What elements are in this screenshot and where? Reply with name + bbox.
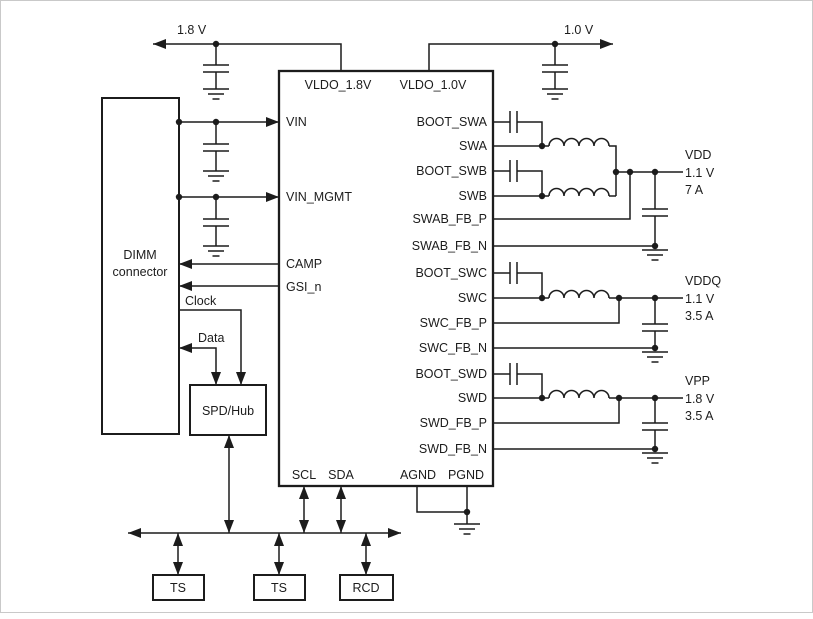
vin-mgmt-input [175, 192, 279, 257]
pin-camp: CAMP [286, 257, 322, 271]
wire-swc-fb-p [493, 298, 620, 324]
phase-ab-circuit: VDD 1.1 V 7 A [493, 110, 715, 261]
pin-pgnd: PGND [448, 468, 484, 482]
capacitor-icon [202, 143, 230, 152]
rail-1v0-label: 1.0 V [564, 23, 594, 37]
dimm-label-line2: connector [113, 265, 168, 279]
wire [517, 121, 543, 146]
capacitor-icon [202, 218, 230, 227]
ground-icon [641, 452, 669, 464]
capacitor-icon [509, 261, 518, 285]
pin-swab-fb-n: SWAB_FB_N [412, 239, 487, 253]
wire-rail-1v8 [153, 39, 342, 71]
capacitor-icon [509, 159, 518, 183]
capacitor-icon [541, 64, 569, 73]
rcd-block [339, 574, 394, 601]
capacitor-icon [509, 110, 518, 134]
pin-boot-swd: BOOT_SWD [415, 367, 487, 381]
ground-icon [202, 170, 230, 182]
capacitor-icon [641, 323, 669, 332]
pin-swd-fb-p: SWD_FB_P [420, 416, 487, 430]
ts1-block [152, 574, 205, 601]
pin-boot-swa: BOOT_SWA [417, 115, 488, 129]
pin-gsi-n: GSI_n [286, 280, 321, 294]
pin-swc-fb-p: SWC_FB_P [420, 316, 487, 330]
capacitor-icon [202, 64, 230, 73]
pin-agnd: AGND [400, 468, 436, 482]
vddq-voltage: 1.1 V [685, 292, 715, 306]
pin-swb: SWB [459, 189, 487, 203]
wire-rail-1v0 [428, 39, 613, 71]
pin-scl: SCL [292, 468, 316, 482]
data-label: Data [198, 331, 224, 345]
wire-data [179, 343, 221, 385]
ts2-label: TS [271, 581, 287, 595]
ground-icon [202, 245, 230, 257]
ground-icon [541, 88, 569, 100]
rcd-label: RCD [352, 581, 379, 595]
junction-dot [463, 508, 471, 516]
capacitor-icon [509, 362, 518, 386]
inductor-icon [548, 137, 610, 147]
dimm-label-line1: DIMM [123, 248, 156, 262]
vddq-current: 3.5 A [685, 309, 714, 323]
inductor-icon [548, 389, 610, 399]
pin-sda: SDA [328, 468, 354, 482]
pin-swd-fb-n: SWD_FB_N [419, 442, 487, 456]
capacitor-icon [641, 208, 669, 217]
pin-vldo-1v0: VLDO_1.0V [400, 78, 467, 92]
rail-1v0: 1.0 V [428, 23, 613, 100]
junction-dot [175, 118, 183, 126]
wire [517, 170, 543, 196]
inductor-icon [548, 289, 610, 299]
vin-input [175, 117, 279, 182]
wire [517, 373, 543, 398]
ground-icon [641, 249, 669, 261]
inductor-icon [548, 187, 610, 197]
ground-icon [202, 88, 230, 100]
ts1-label: TS [170, 581, 186, 595]
pin-boot-swb: BOOT_SWB [416, 164, 487, 178]
pin-vin-mgmt: VIN_MGMT [286, 190, 352, 204]
ground-icon [641, 351, 669, 363]
junction-dot [175, 193, 183, 201]
pmic-block [277, 69, 495, 488]
wire-agnd [416, 486, 467, 513]
wire-swd-fb-p [493, 398, 620, 424]
vpp-voltage: 1.8 V [685, 392, 715, 406]
clock-label: Clock [185, 294, 217, 308]
pin-swc-fb-n: SWC_FB_N [419, 341, 487, 355]
wire-swab-fb-p [493, 172, 631, 220]
pin-swc: SWC [458, 291, 487, 305]
vpp-name: VPP [685, 374, 710, 388]
wire-clock [179, 309, 246, 385]
rail-1v8-label: 1.8 V [177, 23, 207, 37]
phase-d-circuit: VPP 1.8 V 3.5 A [493, 362, 715, 464]
spd-hub-label: SPD/Hub [202, 404, 254, 418]
vddq-name: VDDQ [685, 274, 721, 288]
pin-vldo-1v8: VLDO_1.8V [305, 78, 372, 92]
vdd-voltage: 1.1 V [685, 166, 715, 180]
pin-boot-swc: BOOT_SWC [415, 266, 487, 280]
vdd-current: 7 A [685, 183, 704, 197]
pin-swab-fb-p: SWAB_FB_P [412, 212, 487, 226]
ground-icon [453, 523, 481, 535]
pin-swd: SWD [458, 391, 487, 405]
vpp-current: 3.5 A [685, 409, 714, 423]
phase-c-circuit: VDDQ 1.1 V 3.5 A [493, 261, 721, 363]
pin-swa: SWA [459, 139, 488, 153]
wire [609, 145, 617, 196]
pin-vin: VIN [286, 115, 307, 129]
dimm-connector-block [101, 97, 180, 435]
vdd-name: VDD [685, 148, 711, 162]
wire [517, 272, 543, 298]
rail-1v8: 1.8 V [153, 23, 342, 100]
capacitor-icon [641, 422, 669, 431]
agnd-pgnd-ground [416, 486, 481, 535]
